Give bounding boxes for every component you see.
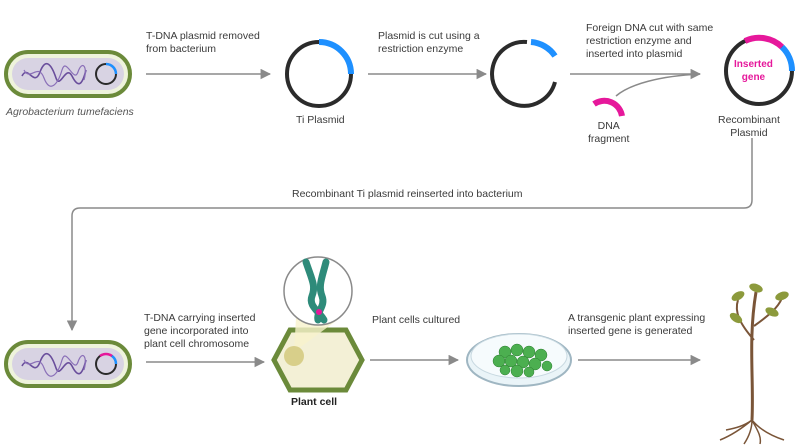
reinsert-label: Recombinant Ti plasmid reinserted into b… xyxy=(292,188,523,200)
plasmid-icon xyxy=(285,39,354,108)
petri-dish-icon xyxy=(466,333,572,387)
fragment-curve xyxy=(615,73,701,97)
bacterium-name-label: Agrobacterium tumefaciens xyxy=(6,106,134,118)
reinsert-arrow xyxy=(66,138,753,332)
plant-cell-label: Plant cell xyxy=(291,396,338,408)
recombinant-plasmid-icon xyxy=(724,34,796,106)
bacterium-recombinant-icon xyxy=(4,340,132,388)
cut-plasmid-icon xyxy=(490,39,558,108)
ti-plasmid-label: Ti Plasmid xyxy=(296,114,345,126)
dna-fragment-icon xyxy=(592,97,625,117)
chromosome-icon xyxy=(283,256,353,326)
plant-icon xyxy=(719,283,789,445)
cultured-label: Plant cells cultured xyxy=(372,314,461,326)
plant-cell-icon xyxy=(271,318,365,393)
bacterium-icon xyxy=(4,50,132,98)
